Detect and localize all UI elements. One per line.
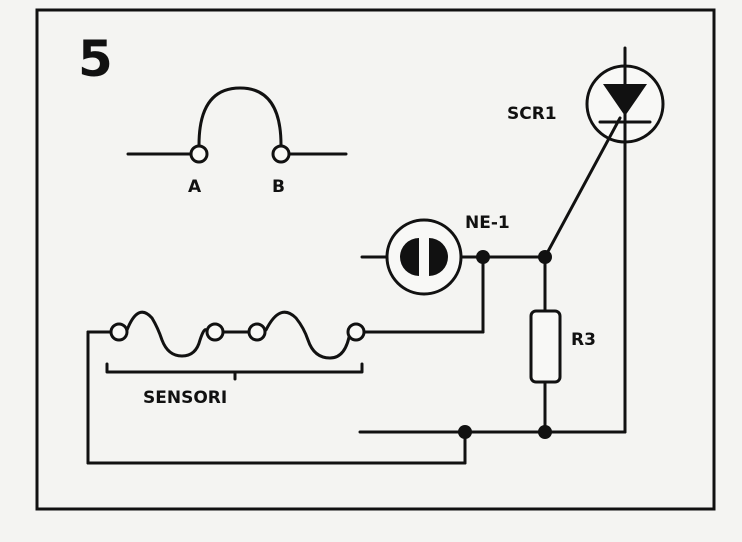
resistor-body <box>529 309 562 384</box>
junction-return <box>458 425 472 439</box>
junction-gate <box>538 250 552 264</box>
terminal-a <box>189 144 209 164</box>
junction-resistor-bottom <box>538 425 552 439</box>
bridge-legend: A B <box>126 86 348 197</box>
sensor-wire-3 <box>264 310 352 360</box>
scr-gate-wire <box>543 116 622 259</box>
sensor-terminal-1 <box>109 322 129 342</box>
terminal-b <box>271 144 291 164</box>
neon-electrode-left <box>400 238 419 276</box>
sensor-terminal-3 <box>247 322 267 342</box>
resistor-component: R3 <box>529 255 596 434</box>
neon-electrode-right <box>429 238 448 276</box>
neon-label: NE-1 <box>465 213 510 233</box>
sensor-terminal-2 <box>205 322 225 342</box>
scr-diode-triangle <box>603 84 647 116</box>
sensor-terminal-4 <box>346 322 366 342</box>
figure-number: 5 <box>78 30 113 88</box>
legend-bridge-arc <box>197 86 283 147</box>
sensor-group: SENSORI <box>105 310 366 408</box>
neon-lamp-envelope <box>385 218 463 296</box>
terminal-b-label: B <box>272 177 285 197</box>
scr-component: SCR1 <box>507 46 665 434</box>
figure-frame <box>35 8 716 511</box>
sensor-wire-1 <box>125 310 208 358</box>
junction-neon <box>476 250 490 264</box>
terminal-a-label: A <box>188 177 202 197</box>
sensors-label: SENSORI <box>143 388 227 408</box>
scr-label: SCR1 <box>507 104 557 124</box>
neon-lamp-component: NE-1 <box>360 213 547 296</box>
resistor-label: R3 <box>571 330 596 350</box>
